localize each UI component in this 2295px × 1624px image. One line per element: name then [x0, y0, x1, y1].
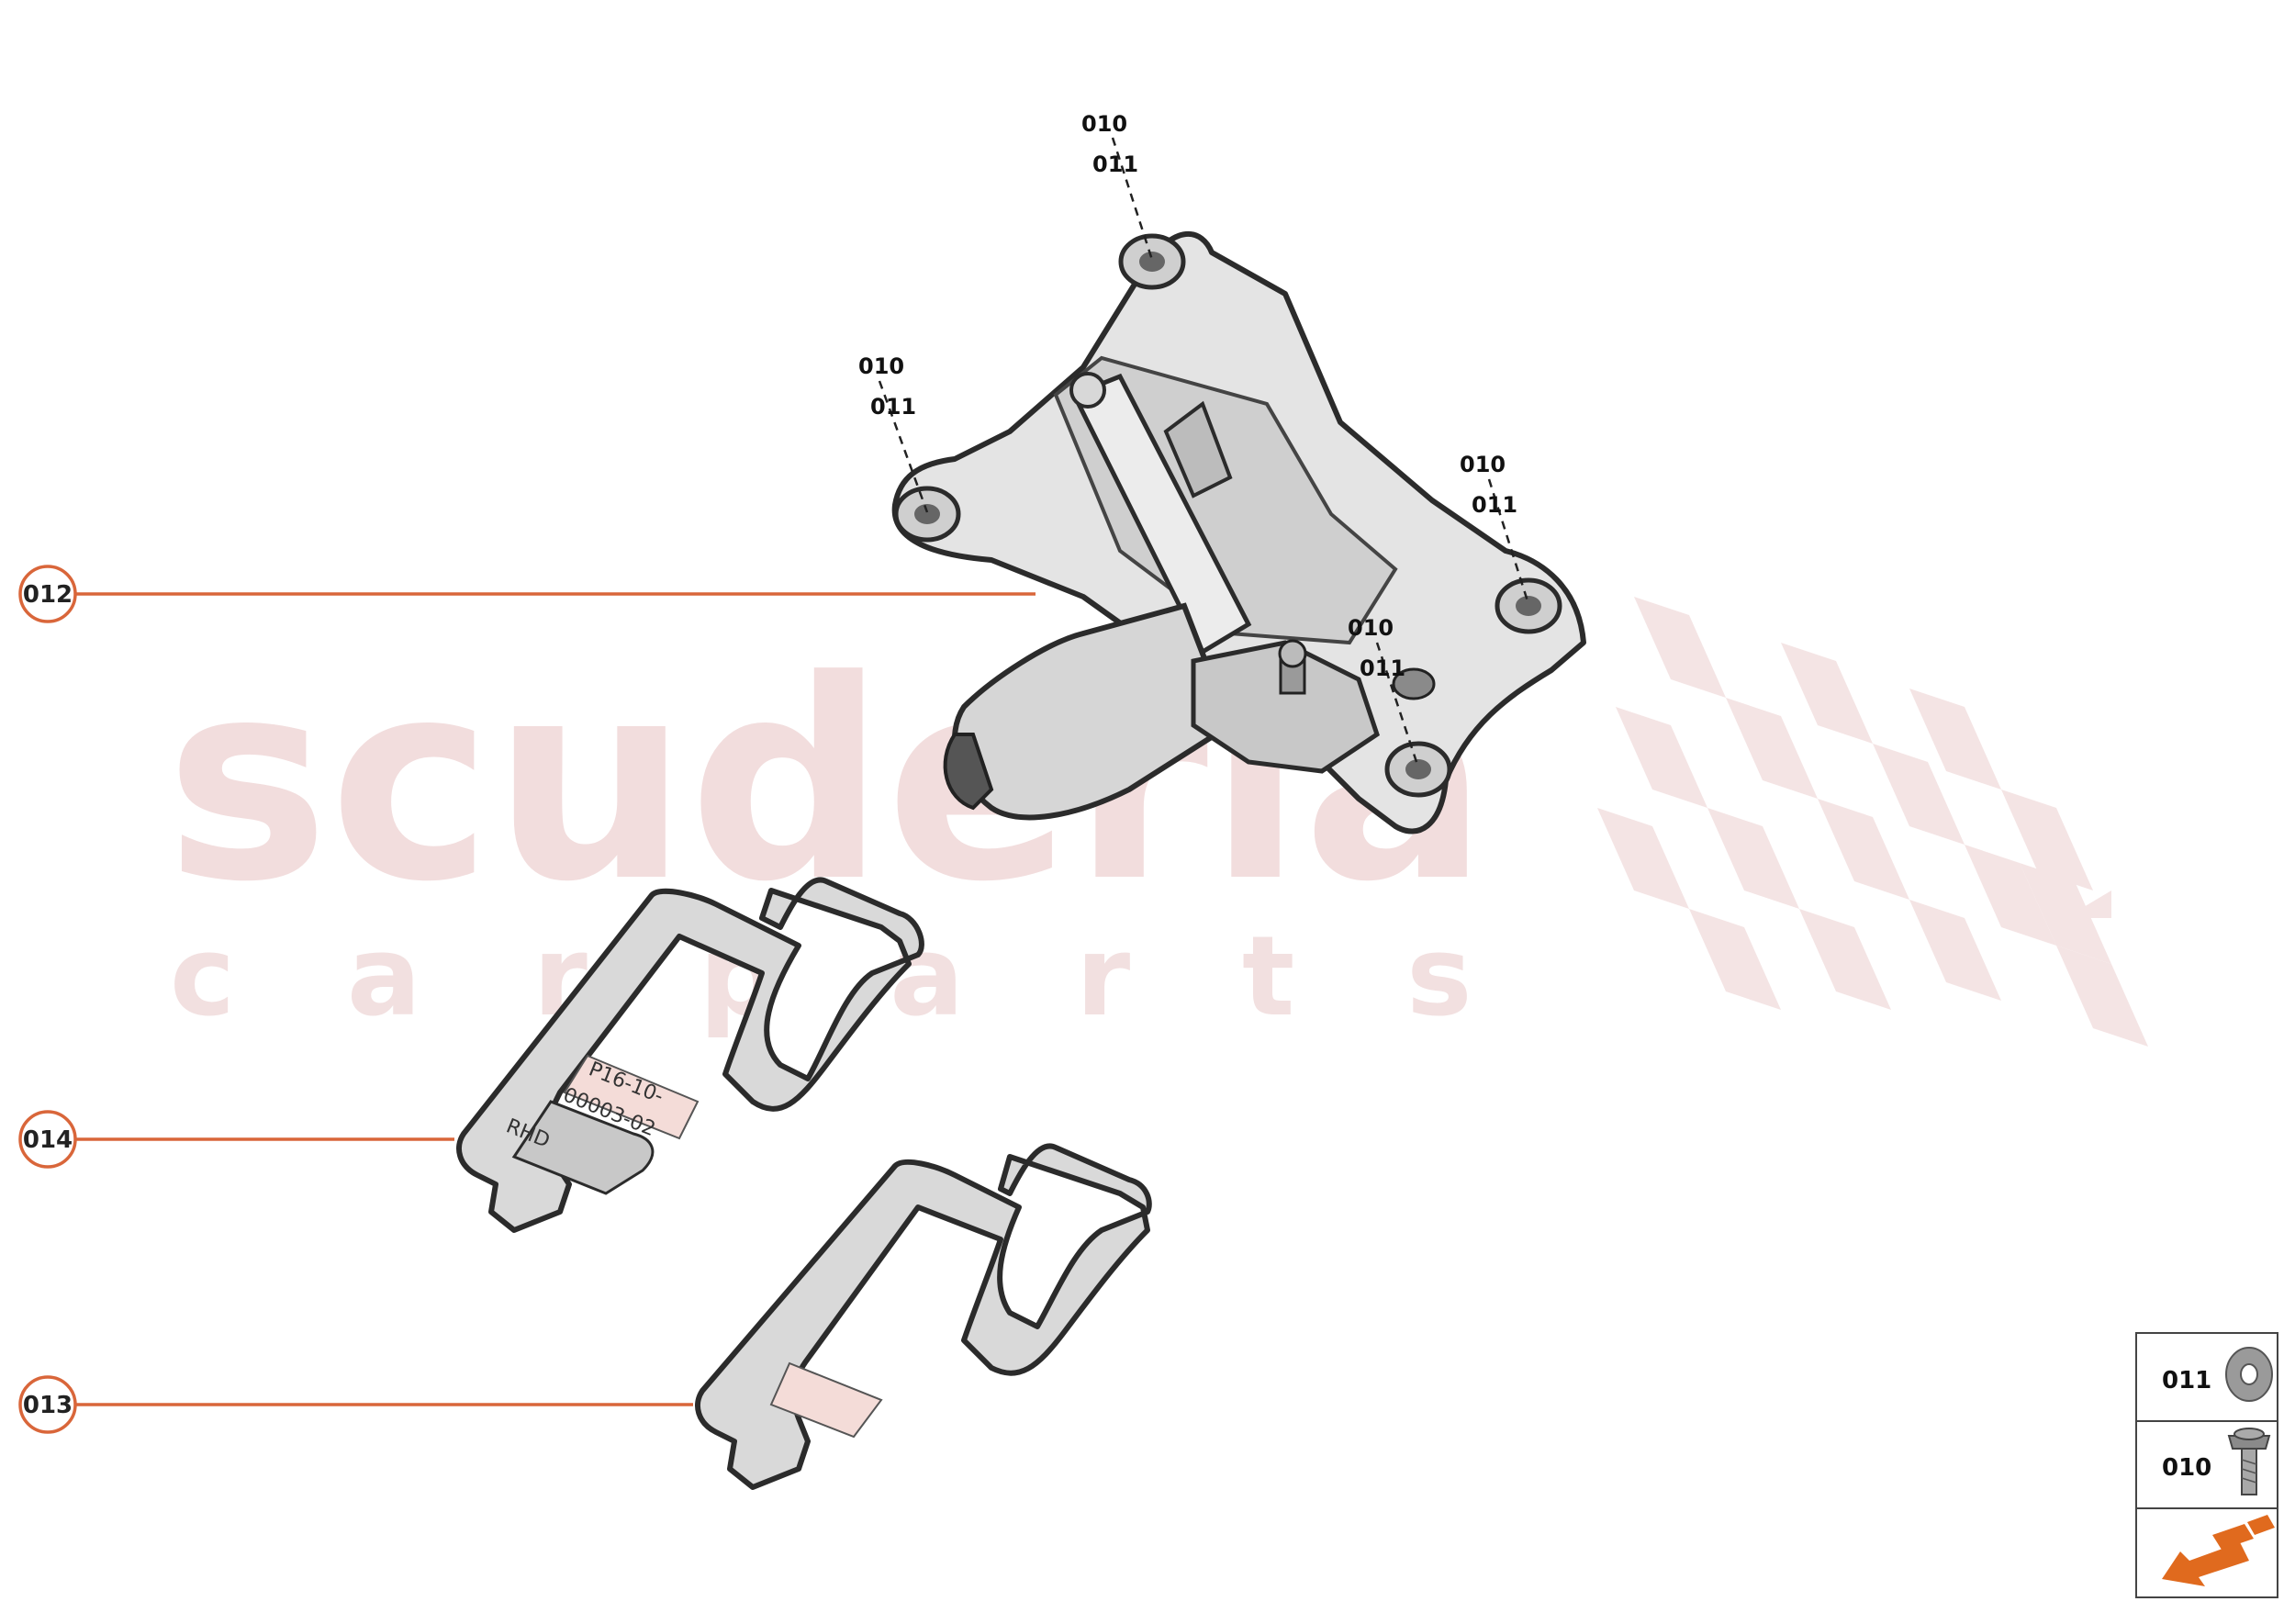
mount-boss [1384, 741, 1452, 798]
mount-boss [1495, 577, 1562, 634]
fastener-ref-bottom: 011 [1092, 151, 1138, 177]
fastener-ref-2: 010 011 [858, 353, 916, 420]
retaining-clip-013 [695, 1143, 1152, 1490]
checkered-flag-watermark [1597, 597, 2148, 1047]
front-direction-arrow-icon [2162, 1515, 2275, 1586]
fastener-ref-bottom: 011 [1360, 655, 1405, 681]
wiper-motor-assembly [891, 231, 1586, 834]
fastener-ref-top: 010 [858, 353, 904, 379]
legend-row-bolt: 010 [2162, 1428, 2271, 1495]
callout-013: 013 [18, 1375, 693, 1434]
fastener-ref-top: 010 [1081, 111, 1127, 137]
callout-label: 012 [23, 581, 73, 609]
legend-row-washer: 011 [2162, 1347, 2273, 1402]
fastener-ref-4: 010 011 [1348, 615, 1405, 681]
callout-label: 014 [23, 1126, 73, 1154]
retaining-clip-014: P16-10- 00003-02 RHD [456, 877, 924, 1233]
fastener-ref-bottom: 011 [1472, 492, 1517, 518]
reference-leaders [878, 137, 1530, 768]
fastener-ref-top: 010 [1348, 615, 1394, 641]
mount-boss [893, 486, 961, 543]
fastener-ref-top: 010 [1460, 452, 1506, 477]
callout-012: 012 [18, 565, 1036, 623]
washer-icon [2225, 1347, 2273, 1402]
fastener-ref-3: 010 011 [1460, 452, 1517, 518]
fastener-ref-1: 010 011 [1081, 111, 1138, 177]
mount-boss [1118, 233, 1186, 290]
fastener-legend: 011 010 [2135, 1332, 2278, 1598]
callout-label: 013 [23, 1392, 73, 1419]
watermark-sub: c a r p a r t s [170, 913, 1509, 1041]
callout-014: 014 [18, 1110, 454, 1169]
fastener-ref-bottom: 011 [870, 394, 916, 420]
bolt-icon [2227, 1428, 2271, 1495]
legend-label: 011 [2162, 1367, 2211, 1394]
legend-label: 010 [2162, 1454, 2211, 1482]
